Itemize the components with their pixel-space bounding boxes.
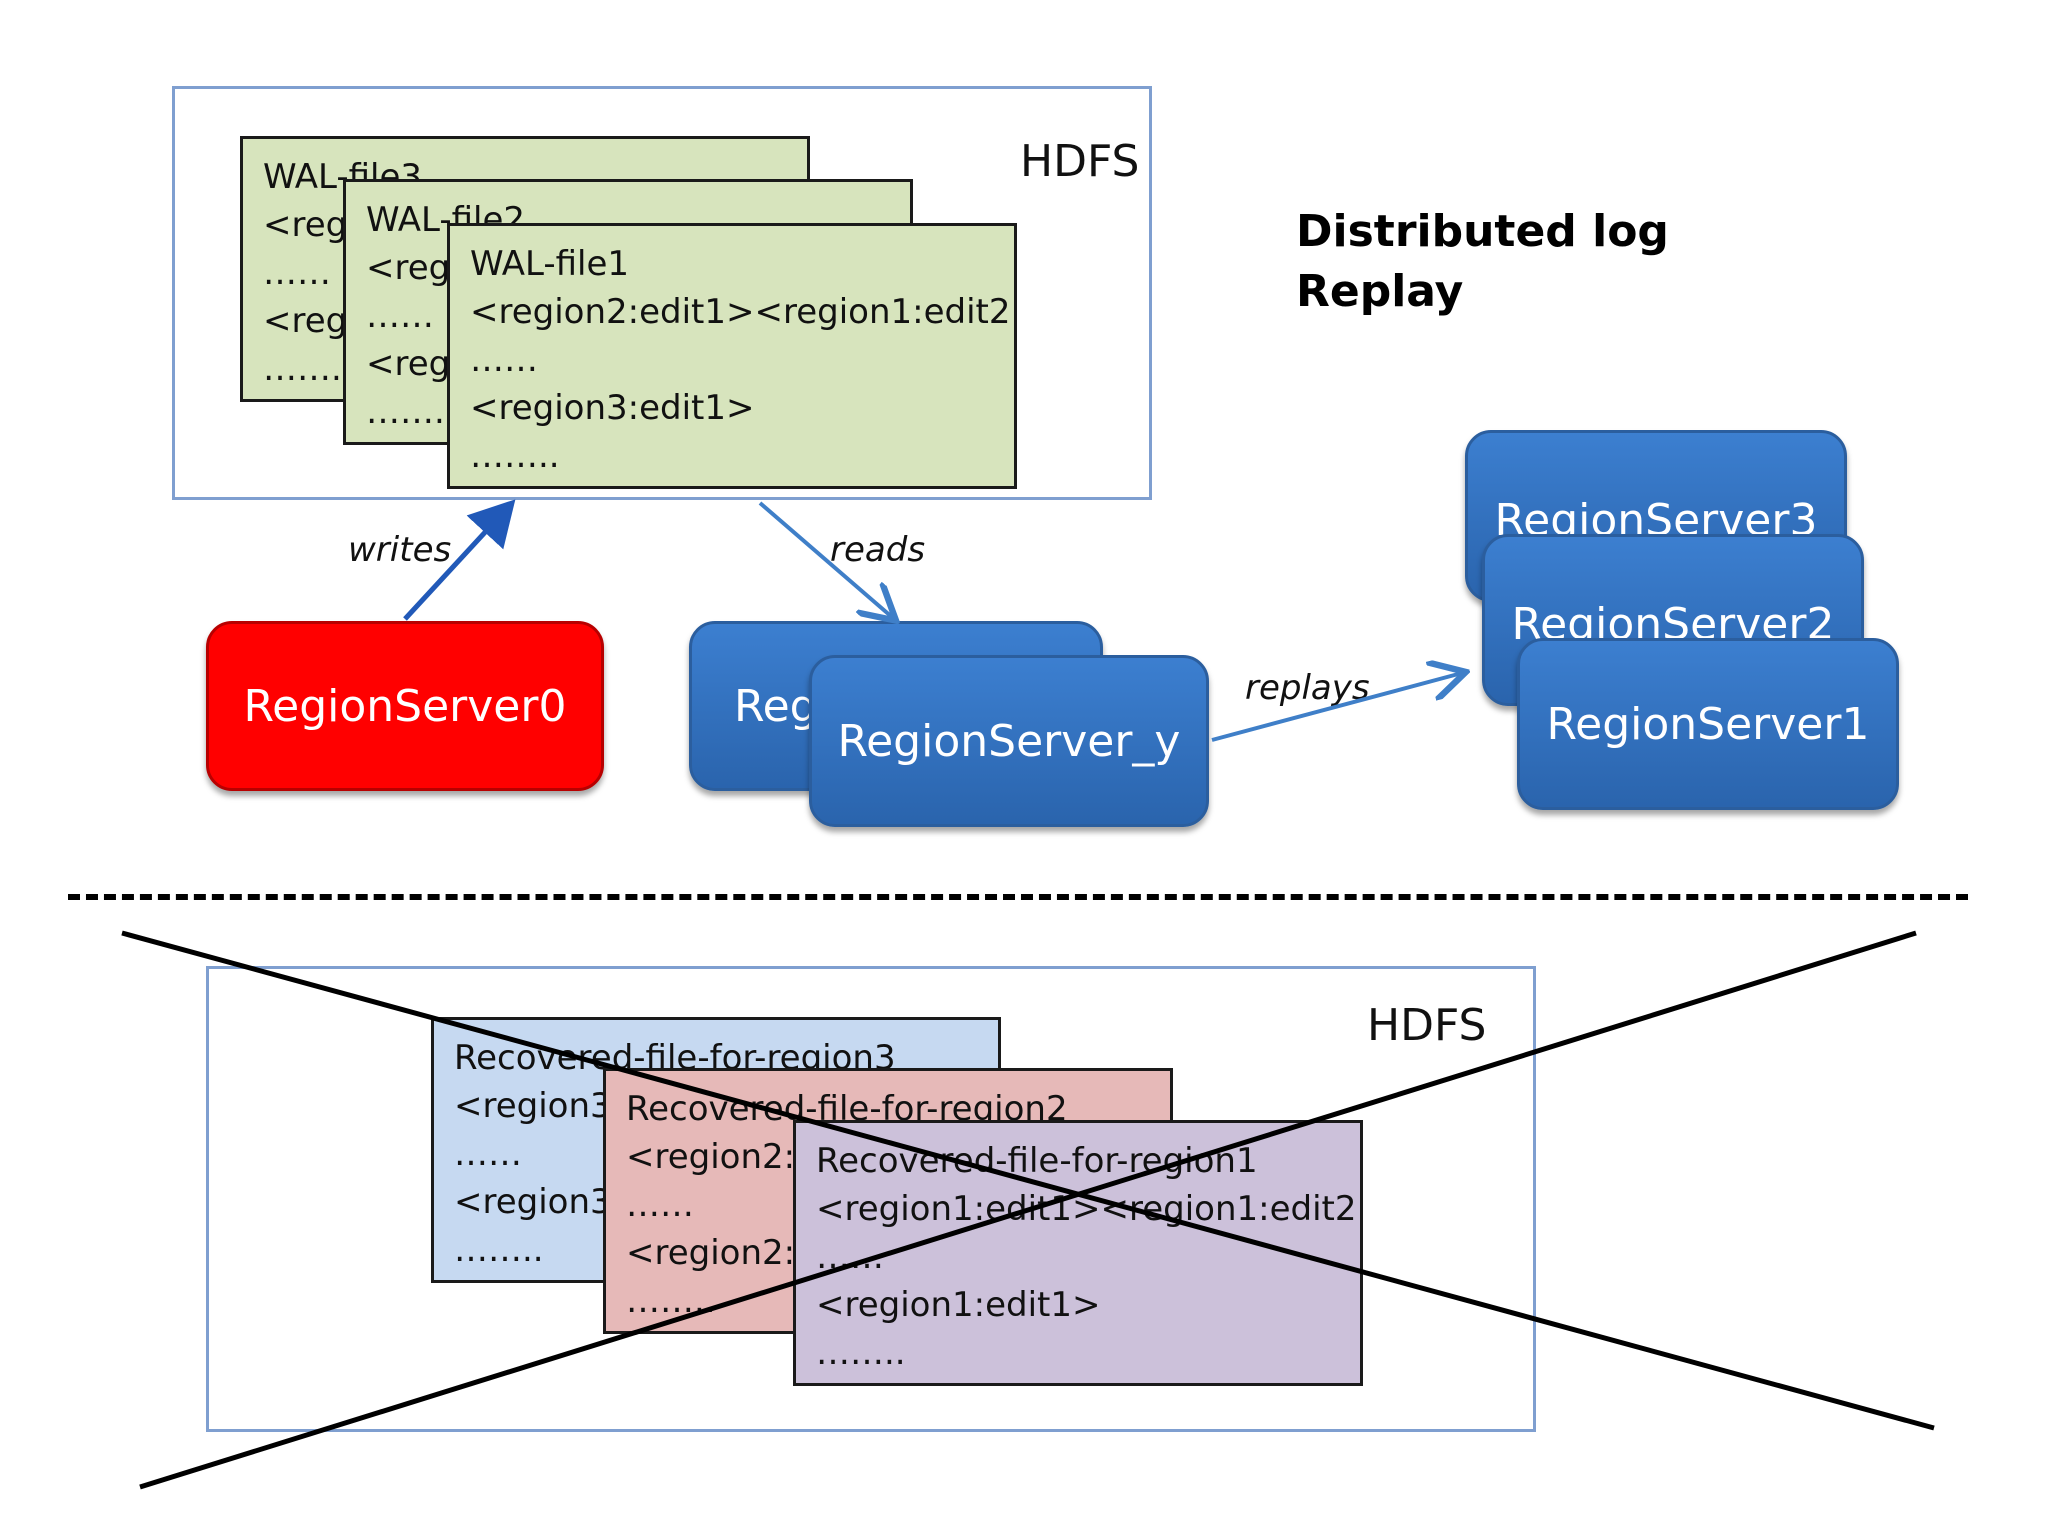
region-server-0-label: RegionServer0 (243, 680, 567, 732)
region-server-y: RegionServer_y (809, 655, 1209, 827)
recovered-file-region1-line: …….. (816, 1333, 906, 1373)
recovered-file-region1-line: <region1:edit1> (816, 1285, 1101, 1325)
replays-label: replays (1245, 668, 1370, 708)
wal-file-3-line: …….. (263, 349, 353, 389)
top-hdfs-label: HDFS (1020, 136, 1140, 187)
bottom-hdfs-label: HDFS (1367, 1000, 1487, 1051)
wal-file-1-line: …….. (470, 436, 560, 476)
recovered-file-region1-line: …… (816, 1237, 884, 1277)
wal-file-2-line: <regi (366, 248, 460, 288)
diagram-title-line1: Distributed log (1296, 206, 1669, 257)
reads-label: reads (830, 530, 926, 570)
wal-file-3-line: <regi (263, 301, 357, 341)
wal-file-2-line: <regi (366, 344, 460, 384)
recovered-file-region1-line: <region1:edit1><region1:edit2> (816, 1189, 1363, 1229)
region-server-y-label: RegionServer_y (837, 715, 1181, 767)
wal-file-1-line: <region2:edit1><region1:edit2> (470, 292, 1017, 332)
wal-file-2-line: …….. (366, 392, 456, 432)
wal-file-1: WAL-file1 <region2:edit1><region1:edit2>… (447, 223, 1017, 489)
section-divider (68, 894, 1968, 900)
wal-file-2-line: …… (366, 296, 434, 336)
region-server-1: RegionServer1 (1517, 638, 1899, 810)
wal-file-1-name: WAL-file1 (470, 244, 630, 284)
wal-file-3-line: …… (263, 253, 331, 293)
wal-file-1-line: …… (470, 340, 538, 380)
recovered-file-region1-name: Recovered-file-for-region1 (816, 1141, 1258, 1181)
region-server-1-label: RegionServer1 (1546, 698, 1870, 750)
diagram-title-line2: Replay (1296, 266, 1464, 317)
diagram-title: Distributed log Replay (1296, 202, 1669, 322)
wal-file-3-line: <regi (263, 205, 357, 245)
region-server-0: RegionServer0 (206, 621, 604, 791)
recovered-file-region1: Recovered-file-for-region1 <region1:edit… (793, 1120, 1363, 1386)
writes-label: writes (348, 530, 452, 570)
wal-file-1-line: <region3:edit1> (470, 388, 755, 428)
